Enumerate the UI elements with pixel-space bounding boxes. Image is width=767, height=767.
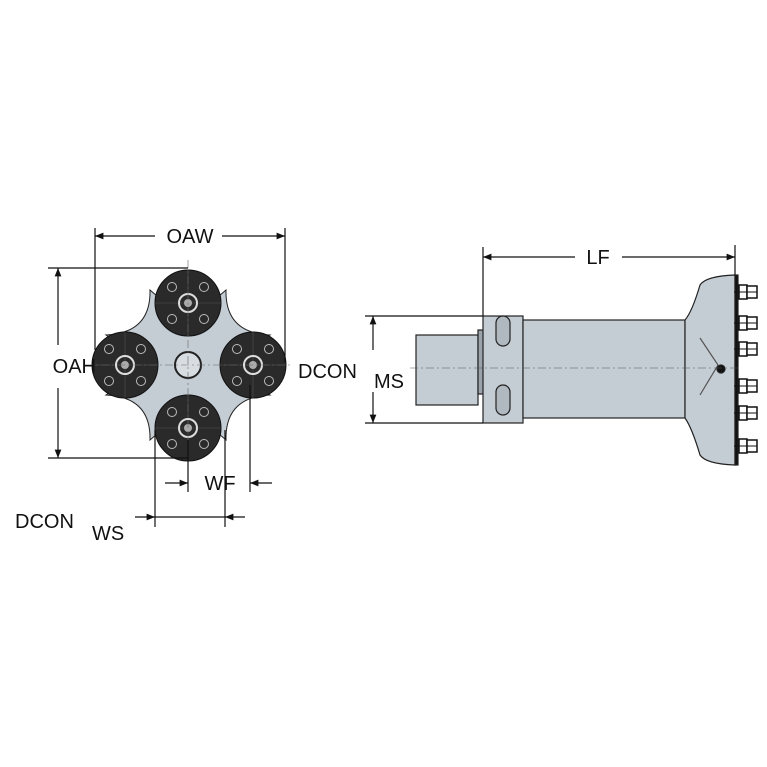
dcon-ms-subscript: MS bbox=[374, 371, 404, 393]
dcon-ws-subscript: WS bbox=[92, 523, 124, 545]
oaw-label: OAW bbox=[166, 226, 213, 248]
dcon-ms-label: DCON bbox=[298, 361, 357, 383]
wf-label: WF bbox=[204, 473, 235, 495]
shank bbox=[415, 334, 479, 406]
head bbox=[684, 274, 736, 466]
oah-label: OAH bbox=[53, 356, 96, 378]
lf-label: LF bbox=[586, 247, 609, 269]
front-view bbox=[85, 260, 290, 470]
side-view bbox=[415, 274, 739, 466]
dcon-ws-label: DCON bbox=[15, 511, 74, 533]
side-dimensions bbox=[365, 245, 736, 424]
front-dimensions bbox=[48, 228, 286, 527]
body bbox=[522, 319, 686, 419]
